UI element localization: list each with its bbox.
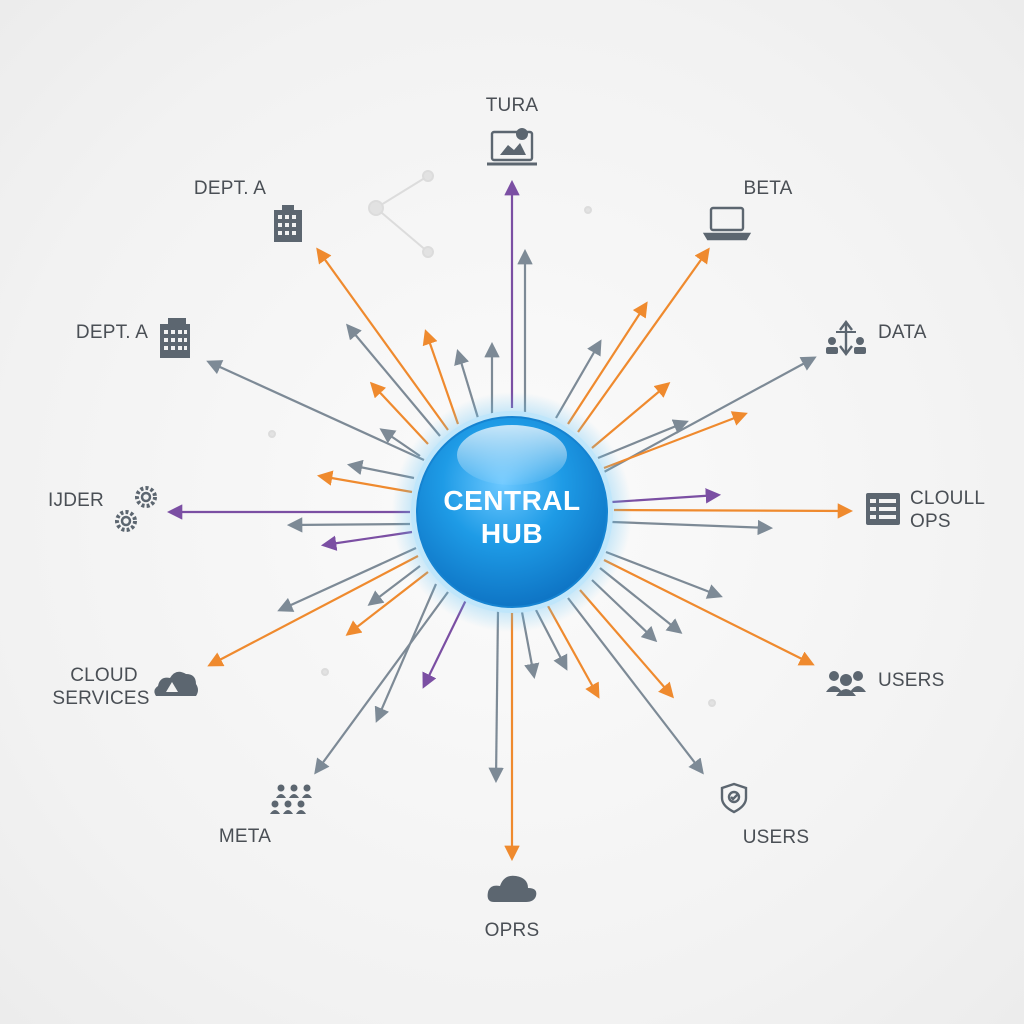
node-label: USERS <box>878 670 944 691</box>
connection-arrow <box>567 597 704 775</box>
connection-arrow <box>206 360 425 462</box>
connection-arrow <box>374 583 438 723</box>
node-users-bottom-right[interactable]: USERS <box>720 782 809 848</box>
node-dept-a-top[interactable]: DEPT. A <box>194 178 302 242</box>
node-meta[interactable]: META <box>219 784 312 848</box>
node-label-line2: OPS <box>910 511 951 532</box>
connection-arrow <box>603 356 817 473</box>
connection-arrow <box>613 503 854 519</box>
node-label-line1: CLOUD <box>70 665 138 686</box>
connection-arrow <box>346 323 441 437</box>
node-beta[interactable]: BETA <box>702 178 793 241</box>
connection-arrow <box>316 247 449 431</box>
node-ider[interactable]: IJDER <box>48 486 157 532</box>
connection-arrow <box>286 517 411 533</box>
laptop-icon <box>702 206 752 241</box>
connection-arrow <box>603 559 815 666</box>
node-label: DATA <box>878 322 927 343</box>
node-label: META <box>219 826 271 847</box>
users-group-icon <box>826 671 866 696</box>
spreadsheet-icon <box>866 493 900 525</box>
connection-arrow <box>207 555 419 667</box>
connection-arrow <box>567 301 648 425</box>
node-oprs[interactable]: OPRS <box>485 875 540 941</box>
node-label: DEPT. A <box>76 322 148 343</box>
connection-arrow <box>314 591 449 775</box>
monitor-icon <box>487 128 537 166</box>
data-exchange-icon <box>826 320 866 356</box>
cloud-icon <box>487 875 537 902</box>
gears-icon-hub <box>120 491 152 527</box>
connection-arrow <box>488 609 504 784</box>
node-label: DEPT. A <box>194 178 266 199</box>
node-label: IJDER <box>48 490 104 511</box>
node-label: BETA <box>743 178 792 199</box>
node-dept-a-left[interactable]: DEPT. A <box>76 318 190 358</box>
connection-arrow <box>369 381 429 445</box>
office-building-icon <box>160 318 190 358</box>
connection-arrow <box>603 411 748 470</box>
connection-arrow <box>579 589 675 699</box>
connection-arrow <box>599 567 683 634</box>
node-label: OPRS <box>485 920 540 941</box>
connection-arrow <box>577 247 710 433</box>
node-label: TURA <box>486 95 539 116</box>
hub-title-line2: HUB <box>481 518 543 549</box>
central-hub[interactable]: CENTRAL HUB <box>392 392 632 632</box>
connection-arrow <box>605 550 723 599</box>
connection-arrow <box>345 571 429 636</box>
node-tura[interactable]: TURA <box>486 95 539 166</box>
node-users-right[interactable]: USERS <box>826 670 944 696</box>
node-label-line1: CLOULL <box>910 488 985 509</box>
node-data[interactable]: DATA <box>826 320 927 356</box>
connection-arrows <box>166 179 854 862</box>
connection-arrow <box>611 519 774 536</box>
hub-title-line1: CENTRAL <box>443 485 580 516</box>
shield-check-icon <box>720 782 748 814</box>
cloud-services-icon <box>154 671 198 696</box>
gears-icon <box>115 486 157 532</box>
node-label: USERS <box>743 827 809 848</box>
connection-arrow <box>277 546 417 612</box>
node-label-line2: SERVICES <box>52 688 149 709</box>
node-cloud-ops[interactable]: CLOULL OPS <box>866 488 985 532</box>
building-icon <box>274 205 302 242</box>
background-network-decoration <box>268 170 716 707</box>
node-cloud-services[interactable]: CLOUD SERVICES <box>52 665 198 709</box>
team-grid-icon <box>270 784 312 814</box>
